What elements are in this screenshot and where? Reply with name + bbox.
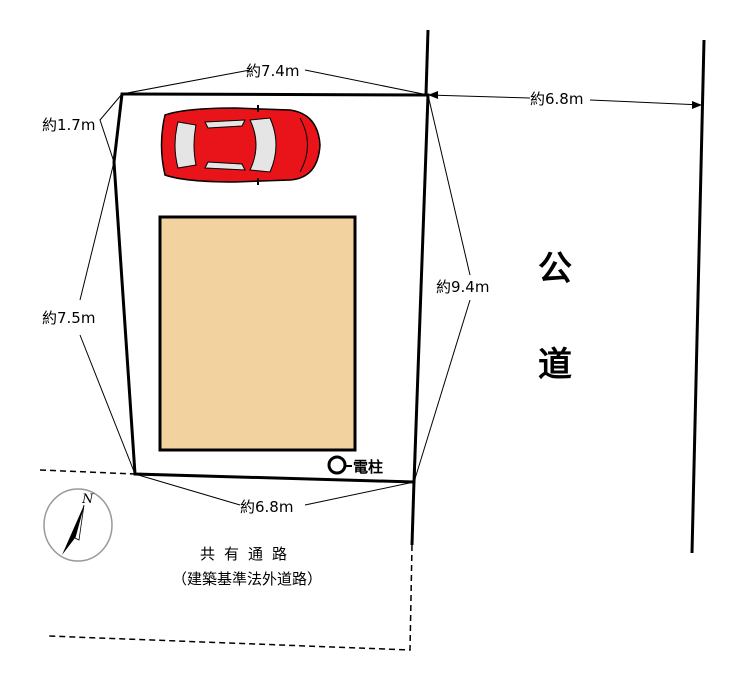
- shared-path-note: （建築基準法外道路）: [172, 570, 322, 588]
- dim-line-bottom-l: [134, 473, 241, 506]
- dim-line-left-bottom: [79, 334, 136, 475]
- dim-line-right-bottom: [413, 299, 471, 483]
- utility-pole-icon: [327, 455, 352, 475]
- dim-line-corner: [99, 93, 123, 163]
- dim-road-width-label: 約6.8m: [530, 90, 583, 108]
- dim-line-top: [121, 69, 251, 95]
- shared-path-boundary: [39, 469, 136, 475]
- road-width-arrow: [427, 91, 703, 109]
- dim-left-label: 約7.5m: [42, 309, 95, 327]
- dim-bottom-label: 約6.8m: [240, 498, 293, 516]
- dim-line-bottom-r: [304, 481, 415, 506]
- shared-path-title: 共有通路: [200, 545, 296, 563]
- road-right-edge: [690, 39, 706, 554]
- road-label-2: 道: [538, 345, 572, 385]
- building: [158, 215, 357, 452]
- dim-top-label: 約7.4m: [246, 62, 299, 80]
- dim-right-label: 約9.4m: [436, 278, 489, 296]
- dim-corner-label: 約1.7m: [42, 116, 95, 134]
- dim-line-top-r: [304, 69, 429, 96]
- road-label-1: 公: [538, 249, 572, 289]
- utility-pole-label: 電柱: [353, 458, 383, 476]
- compass-north-label: N: [81, 492, 94, 507]
- shared-path-boundary-2: [47, 544, 413, 651]
- dim-line-right-top: [427, 94, 471, 276]
- dim-line-left-top: [79, 161, 115, 301]
- compass-icon: [43, 488, 113, 562]
- car-icon: [160, 105, 321, 185]
